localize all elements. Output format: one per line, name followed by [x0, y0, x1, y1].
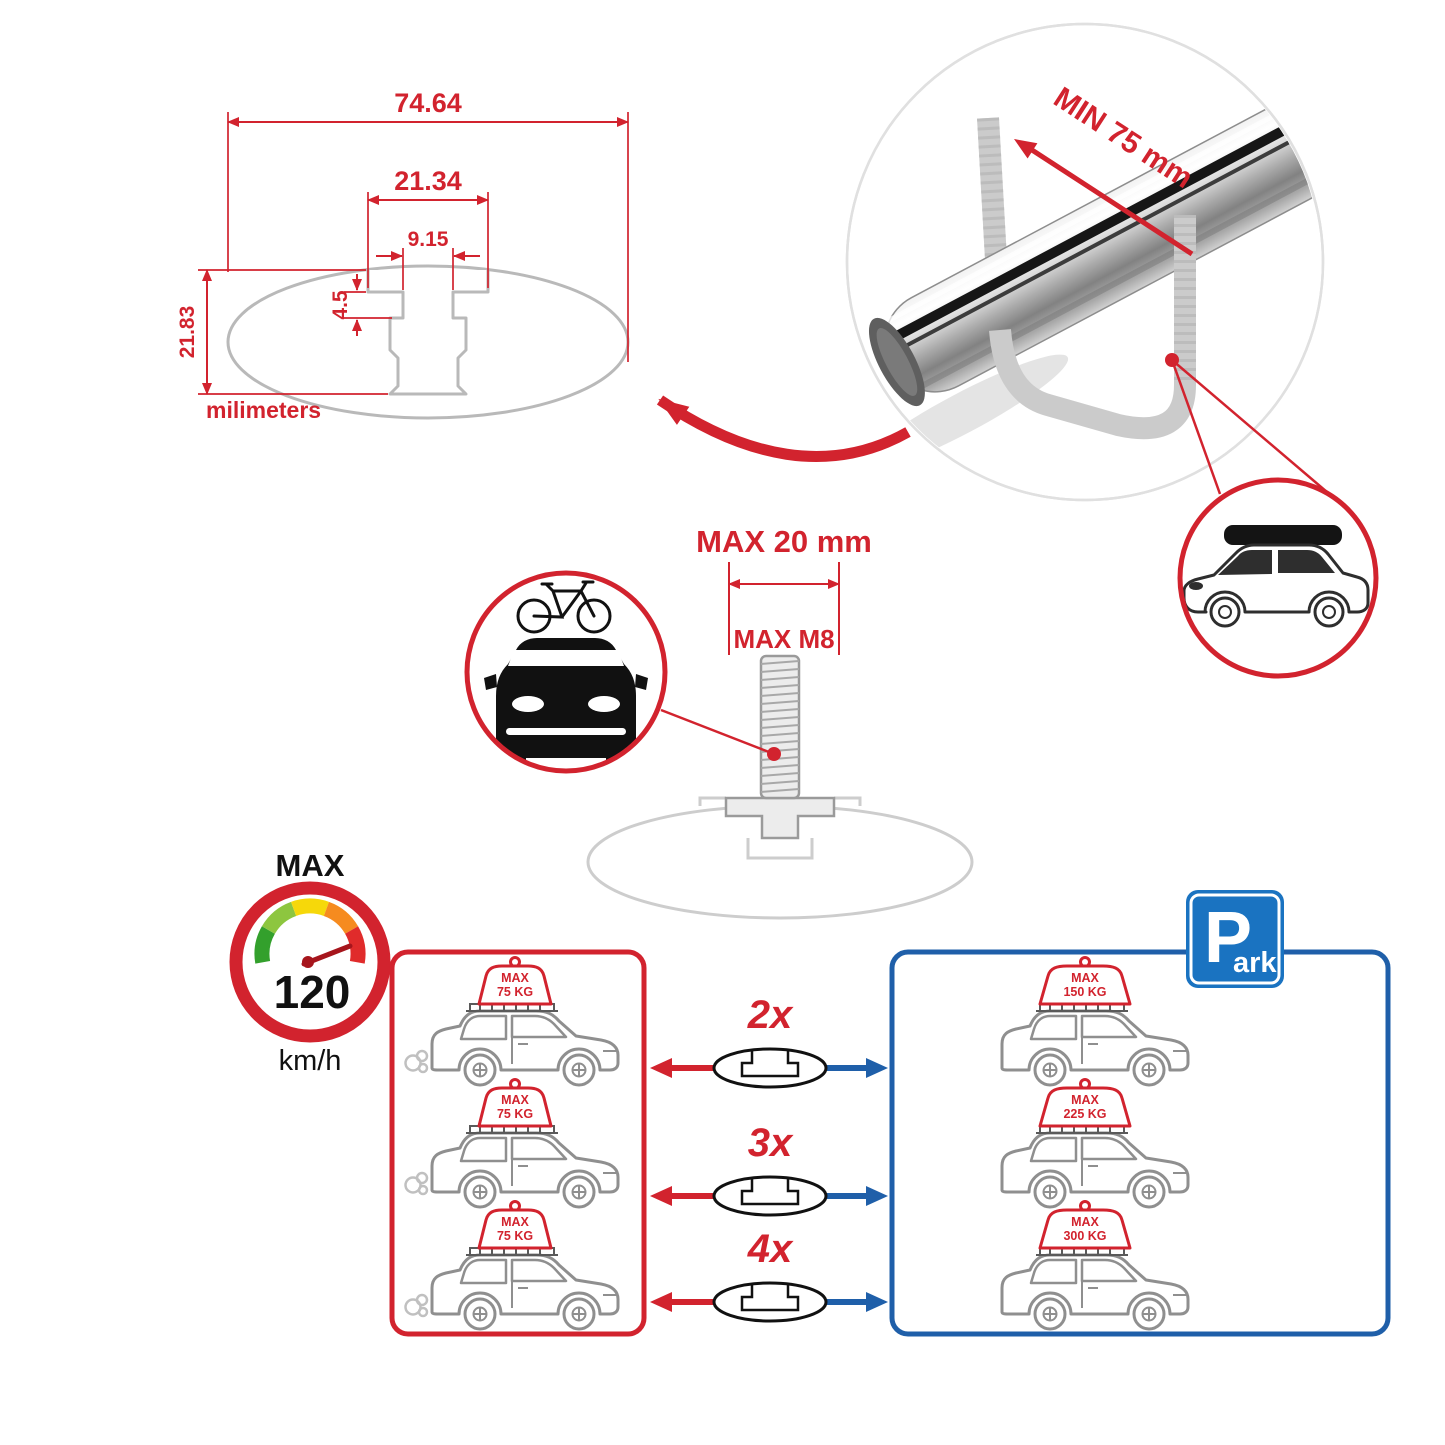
car-with-cargo: MAX 300 KG: [1000, 1200, 1190, 1331]
cargo-max-label: MAX: [501, 1215, 529, 1229]
min-gap-arrow: [1030, 147, 1194, 257]
speed-value: 120: [274, 966, 351, 1018]
cargo-max-label: MAX: [1071, 971, 1099, 985]
crossbar-section-icon: [712, 1047, 828, 1089]
multiplier-row-2: 3x: [650, 1121, 888, 1217]
roofbox-icon: [1224, 525, 1342, 545]
exhaust-smoke-icon: [404, 1049, 429, 1074]
crossbar-section-icon: [712, 1281, 828, 1323]
cargo-bag: MAX 75 KG: [477, 1078, 553, 1128]
right-arrowhead: [866, 1292, 888, 1312]
car-front-icon: [484, 638, 648, 764]
clamp-strap-near-icon: [989, 215, 1196, 440]
unit-label: milimeters: [206, 397, 321, 423]
dim-total-height: 21.83: [176, 306, 199, 359]
cargo-weight-label: 75 KG: [497, 1107, 533, 1121]
cargo-max-label: MAX: [501, 1093, 529, 1107]
park-sign: P ark: [1186, 890, 1284, 988]
cargo-weight-label: 75 KG: [497, 1229, 533, 1243]
speed-limit-gauge: MAX 120 km/h: [229, 848, 391, 1077]
bicycle-icon: [516, 580, 612, 634]
left-arrowhead: [650, 1186, 672, 1206]
bolt-thread-label: MAX M8: [733, 624, 834, 654]
speed-max-label: MAX: [276, 848, 345, 883]
bolt-dimension-diagram: MAX 20 mm MAX M8: [586, 524, 974, 920]
dim-lip-height: 4.5: [329, 290, 352, 320]
car-with-cargo: MAX 75 KG: [404, 1200, 620, 1331]
crossbar-photo-circle: MIN 75 mm: [845, 22, 1335, 502]
left-arrowhead: [650, 1292, 672, 1312]
bolt-length-label: MAX 20 mm: [696, 524, 872, 559]
cargo-weight-label: 225 KG: [1063, 1107, 1106, 1121]
suv-roofbox-circle: [1177, 477, 1379, 679]
exhaust-smoke-icon: [404, 1171, 429, 1196]
t-nut-icon: [724, 796, 836, 840]
left-arrowhead: [650, 1058, 672, 1078]
park-sign-bg: [1186, 890, 1284, 988]
suv-with-roofbox-icon: [1182, 525, 1370, 628]
multiplier-label: 3x: [748, 1121, 794, 1165]
multiplier-label: 2x: [747, 993, 794, 1037]
parked-load-panel: MAX 150 KG MAX 225 KG MAX 300 KG: [889, 949, 1391, 1337]
cargo-bag: MAX 300 KG: [1038, 1200, 1132, 1250]
park-sign-letter: P: [1204, 898, 1252, 978]
car-with-cargo: MAX 225 KG: [1000, 1078, 1190, 1209]
cargo-bag: MAX 150 KG: [1038, 956, 1132, 1006]
profile-dimension-diagram: 74.64 21.34 9.15 4.5 21.83 milimeters: [176, 88, 630, 423]
gauge-arc-icon: [254, 898, 366, 964]
crossbar-section-icon: [712, 1175, 828, 1217]
car-with-cargo: MAX 150 KG: [1000, 956, 1190, 1087]
bike-car-circle: [464, 570, 668, 774]
exhaust-smoke-icon: [404, 1293, 429, 1318]
dim-slot-width: 9.15: [408, 228, 449, 251]
cargo-bag: MAX 225 KG: [1038, 1078, 1132, 1128]
cargo-weight-label: 75 KG: [497, 985, 533, 999]
right-arrowhead: [866, 1186, 888, 1206]
multiplier-label: 4x: [747, 1227, 794, 1271]
cargo-max-label: MAX: [1071, 1093, 1099, 1107]
bolt-callout-dot: [767, 747, 781, 761]
t-slot-channel: [366, 270, 490, 396]
cargo-max-label: MAX: [501, 971, 529, 985]
driving-load-panel: MAX 75 KG MAX 75 KG MA: [389, 949, 647, 1337]
car-with-cargo: MAX 75 KG: [404, 956, 620, 1087]
multiplier-row-1: 2x: [650, 993, 888, 1089]
park-sign-suffix: ark: [1233, 947, 1277, 979]
photo-to-diagram-arrow: [656, 395, 911, 462]
multiplier-row-3: 4x: [650, 1227, 888, 1323]
cargo-weight-label: 150 KG: [1063, 985, 1106, 999]
speed-unit: km/h: [279, 1045, 342, 1077]
car-with-cargo: MAX 75 KG: [404, 1078, 620, 1209]
suv-circle-border: [1177, 477, 1379, 679]
cargo-max-label: MAX: [1071, 1215, 1099, 1229]
right-arrowhead: [866, 1058, 888, 1078]
bike-circle-border: [464, 570, 668, 774]
cargo-bag: MAX 75 KG: [477, 956, 553, 1006]
cargo-weight-label: 300 KG: [1063, 1229, 1106, 1243]
dim-total-width: 74.64: [394, 88, 462, 118]
min-gap-arrowhead: [1014, 139, 1038, 159]
cargo-bag: MAX 75 KG: [477, 1200, 553, 1250]
dim-channel-width: 21.34: [394, 166, 462, 196]
